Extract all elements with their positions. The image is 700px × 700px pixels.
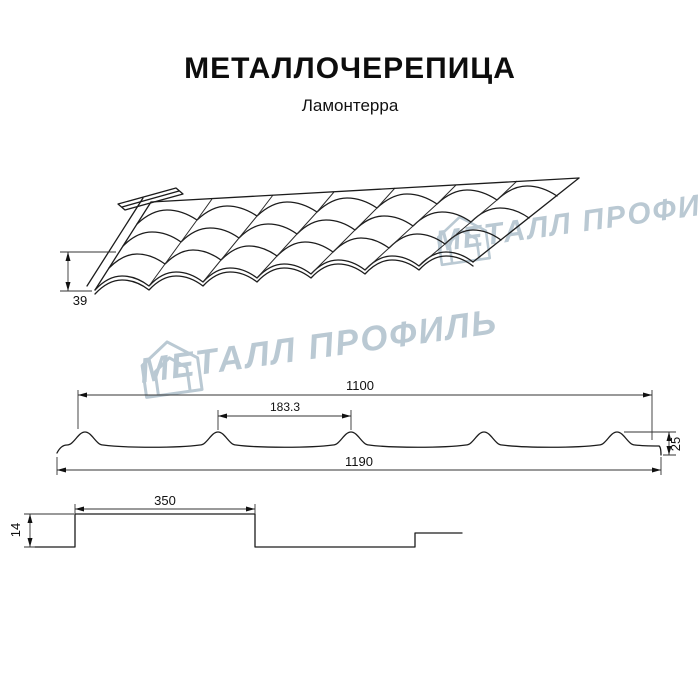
dim-1190-lines bbox=[56, 457, 662, 475]
wave-ribs bbox=[148, 180, 518, 287]
sheet-front-thickness bbox=[94, 255, 474, 295]
left-rake-edge bbox=[86, 197, 152, 291]
perspective-view-drawing: 39 bbox=[60, 177, 580, 308]
dim-profile-height-label: 25 bbox=[668, 437, 683, 451]
dim-wave-step-label: 183.3 bbox=[270, 400, 300, 414]
dim-edge-height-label: 39 bbox=[73, 293, 87, 308]
cross-section-drawing: 1100 183.3 25 1190 bbox=[56, 378, 683, 475]
dim-step-height-label: 14 bbox=[10, 523, 23, 537]
step-profile-line bbox=[34, 513, 463, 548]
dim-183-lines bbox=[217, 410, 352, 430]
longitudinal-step-drawing: 350 14 bbox=[10, 493, 463, 548]
dim-full-width-label: 1190 bbox=[345, 454, 373, 469]
dim-cover-width-label: 1100 bbox=[346, 378, 374, 393]
tile-row-front bbox=[94, 251, 474, 291]
ridge-edge bbox=[150, 177, 580, 203]
dim-1100-lines bbox=[77, 390, 653, 440]
ridge-bar bbox=[117, 187, 184, 211]
page-title: МЕТАЛЛОЧЕРЕПИЦА bbox=[184, 52, 516, 85]
right-rake-edge bbox=[472, 177, 580, 263]
dim-step-length-label: 350 bbox=[154, 493, 176, 508]
tile-row-4 bbox=[136, 185, 558, 225]
page-subtitle: Ламонтерра bbox=[301, 96, 399, 115]
profile-curve bbox=[56, 431, 662, 456]
dim-14-lines bbox=[24, 513, 74, 548]
tile-row-3 bbox=[122, 207, 530, 247]
tile-row-2 bbox=[108, 229, 502, 269]
